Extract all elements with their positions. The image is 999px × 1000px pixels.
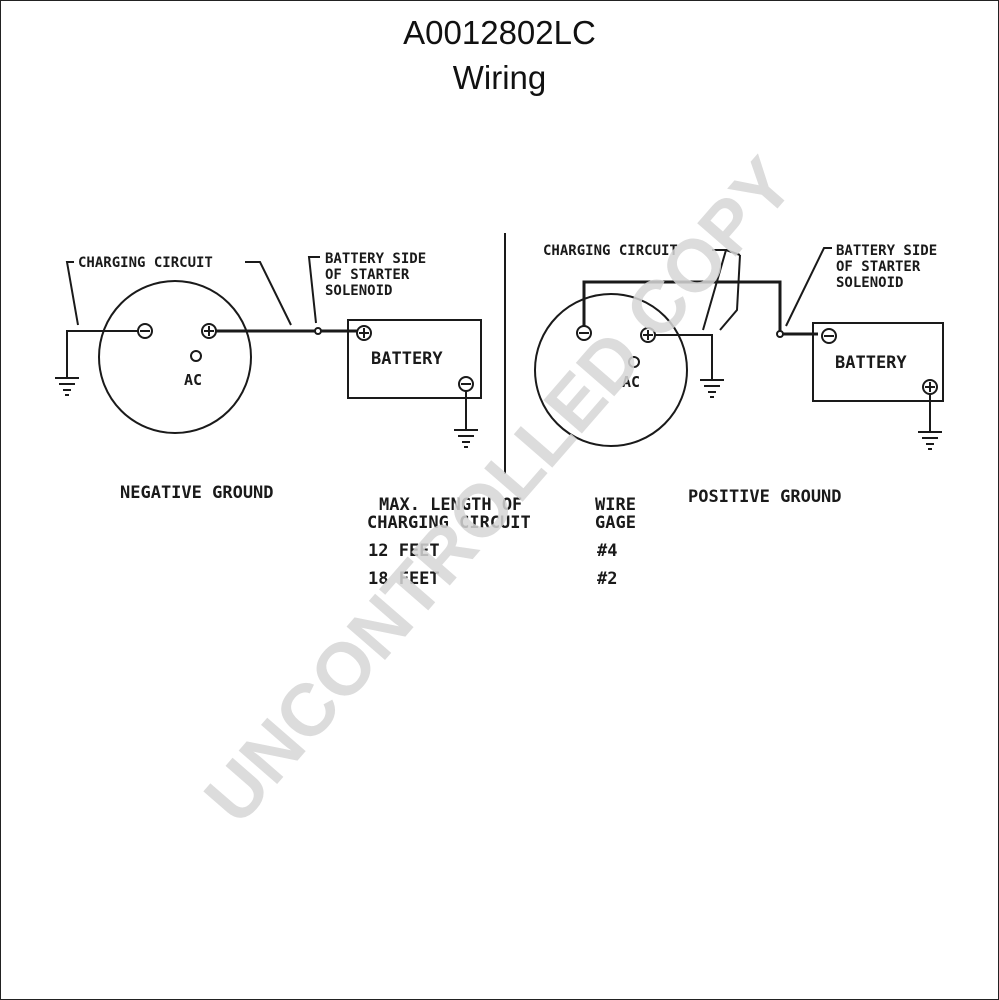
battery-side-label-line3: SOLENOID bbox=[836, 275, 903, 291]
battery-negative-terminal bbox=[821, 328, 837, 344]
ground-symbol bbox=[55, 377, 79, 396]
solenoid-connection bbox=[776, 330, 784, 338]
ac-terminal bbox=[628, 356, 640, 368]
positive-ground-wire bbox=[655, 334, 713, 380]
battery-negative-ground bbox=[347, 319, 482, 399]
charging-wire bbox=[582, 280, 818, 336]
alternator-negative bbox=[98, 280, 252, 434]
battery-side-label-line2: OF STARTER bbox=[836, 259, 921, 275]
charging-circuit-label: CHARGING CIRCUIT bbox=[543, 243, 678, 259]
leader-line bbox=[245, 261, 292, 326]
leader-line bbox=[719, 254, 741, 331]
battery-side-label-line2: OF STARTER bbox=[325, 267, 410, 283]
battery-positive-ground bbox=[812, 322, 944, 402]
battery-positive-terminal bbox=[356, 325, 372, 341]
leader-line bbox=[65, 261, 79, 326]
table-header-length-line1: MAX. LENGTH OF bbox=[379, 495, 522, 515]
table-cell-length: 12 FEET bbox=[368, 541, 440, 561]
table-header-gage-line1: WIRE bbox=[595, 495, 636, 515]
table-header-gage-line2: GAGE bbox=[595, 513, 636, 533]
ground-symbol bbox=[454, 429, 478, 448]
battery-side-label-line3: SOLENOID bbox=[325, 283, 392, 299]
leader-line bbox=[785, 247, 832, 327]
ac-terminal bbox=[190, 350, 202, 362]
table-cell-gage: #2 bbox=[597, 569, 617, 589]
battery-label: BATTERY bbox=[835, 353, 907, 373]
table-header-length-line2: CHARGING CIRCUIT bbox=[367, 513, 531, 533]
negative-ground-wire bbox=[66, 330, 138, 378]
negative-ground-caption: NEGATIVE GROUND bbox=[120, 483, 274, 503]
positive-ground-caption: POSITIVE GROUND bbox=[688, 487, 842, 507]
table-cell-length: 18 FEET bbox=[368, 569, 440, 589]
ground-symbol bbox=[700, 379, 724, 398]
ac-label: AC bbox=[622, 373, 640, 391]
document-title: A0012802LC bbox=[403, 14, 596, 51]
charging-circuit-label: CHARGING CIRCUIT bbox=[78, 255, 213, 271]
battery-side-label-line1: BATTERY SIDE bbox=[836, 243, 937, 259]
leader-line bbox=[307, 256, 320, 324]
alternator-positive-ground bbox=[534, 293, 688, 447]
battery-label: BATTERY bbox=[371, 349, 443, 369]
ground-symbol bbox=[918, 431, 942, 450]
document-subtitle: Wiring bbox=[452, 59, 547, 96]
ac-label: AC bbox=[184, 371, 202, 389]
battery-side-label-line1: BATTERY SIDE bbox=[325, 251, 426, 267]
solenoid-connection bbox=[314, 327, 322, 335]
table-cell-gage: #4 bbox=[597, 541, 617, 561]
